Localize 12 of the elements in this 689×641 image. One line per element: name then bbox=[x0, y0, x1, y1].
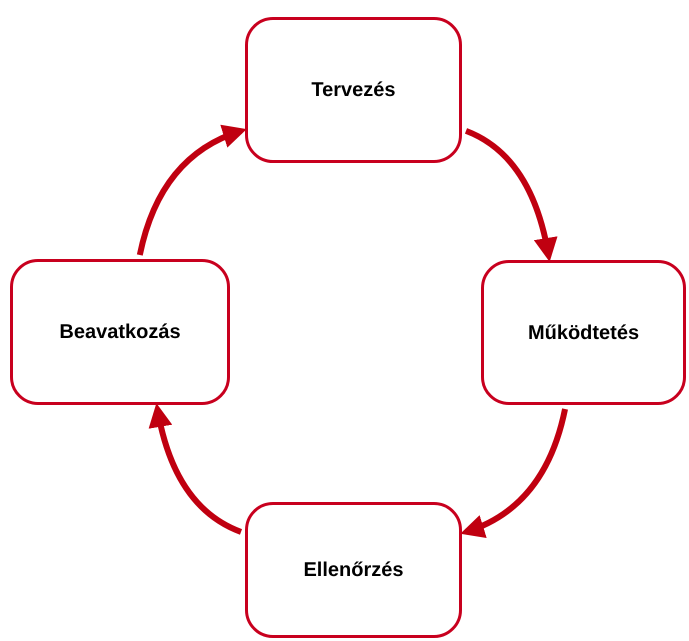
rounded-box bbox=[245, 502, 462, 638]
curved-arrow bbox=[460, 408, 568, 538]
step-label: Beavatkozás bbox=[59, 320, 181, 345]
step-label: Ellenőrzés bbox=[303, 558, 404, 583]
curved-arrow bbox=[149, 403, 242, 535]
curved-arrow bbox=[464, 128, 558, 262]
rounded-box bbox=[10, 259, 230, 405]
step-label: Tervezés bbox=[311, 78, 396, 103]
curved-arrow bbox=[136, 126, 247, 256]
step-label: Működtetés bbox=[528, 320, 640, 346]
rounded-box bbox=[245, 17, 462, 163]
rounded-box bbox=[481, 260, 686, 405]
